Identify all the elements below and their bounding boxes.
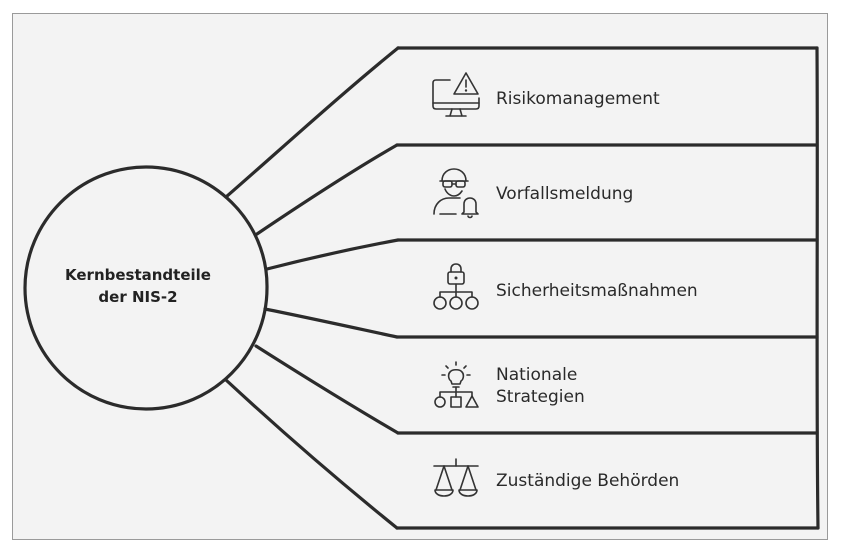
lock-network-icon	[433, 263, 479, 310]
right-edge-line	[815, 46, 820, 530]
balance-scale-icon	[433, 458, 479, 497]
item-label-zustaendige-behoerden: Zuständige Behörden	[496, 471, 680, 491]
band-line-3	[396, 238, 819, 242]
idea-shapes-icon	[434, 361, 479, 408]
band-line-2	[395, 143, 819, 147]
monitor-warning-icon	[432, 72, 480, 117]
connector-5	[254, 344, 400, 435]
center-title-line-2: der NIS-2	[98, 288, 178, 306]
item-label-nationale-strategien: Nationale Strategien	[496, 364, 585, 408]
band-line-6	[395, 526, 820, 530]
connector-6	[224, 378, 399, 530]
connector-1	[224, 46, 400, 199]
band-line-5	[396, 431, 819, 435]
band-line-1	[396, 46, 819, 50]
connector-2	[255, 143, 399, 236]
item-label-nationale: Nationale	[496, 365, 578, 385]
connector-4	[263, 307, 399, 339]
item-label-sicherheitsmassnahmen: Sicherheitsmaßnahmen	[496, 281, 698, 301]
item-label-risikomanagement: Risikomanagement	[496, 89, 660, 109]
item-label-strategien: Strategien	[496, 387, 585, 407]
band-line-4	[395, 335, 819, 339]
center-title: Kernbestandteile der NIS-2	[40, 264, 236, 308]
center-title-line-1: Kernbestandteile	[65, 266, 211, 284]
connector-3	[265, 238, 400, 271]
diagram-frame	[12, 13, 828, 540]
item-label-vorfallsmeldung: Vorfallsmeldung	[496, 184, 634, 204]
center-circle	[23, 165, 269, 411]
hacker-bell-icon	[433, 168, 479, 219]
